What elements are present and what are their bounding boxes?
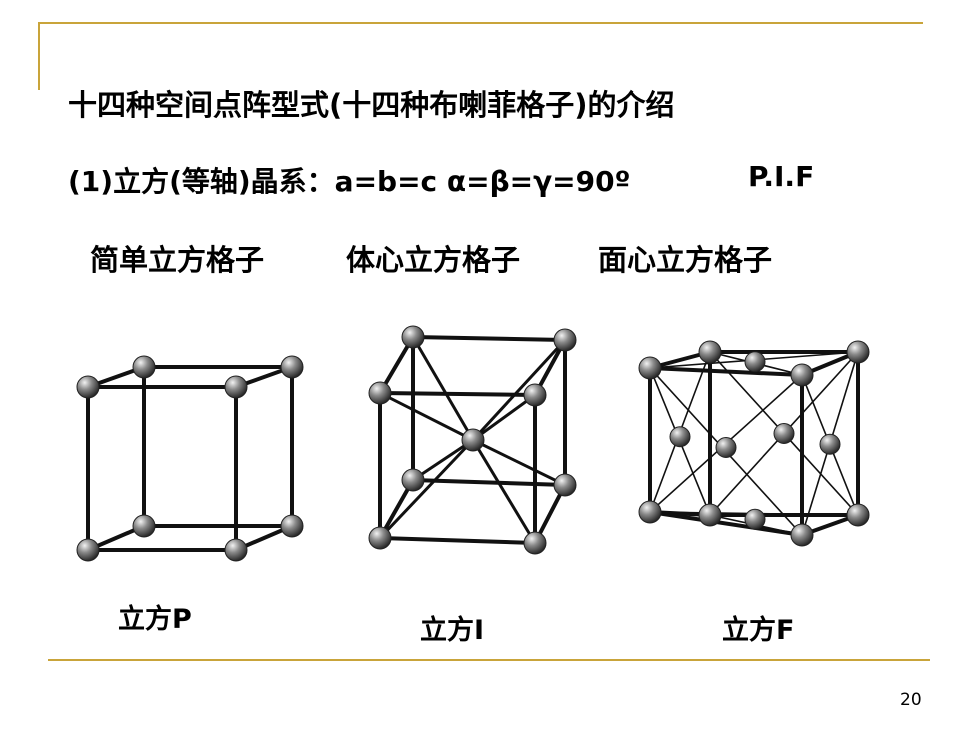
- cube-f-diagram: [638, 340, 870, 547]
- cube-f-atom: [790, 363, 814, 387]
- cube-f-atom: [819, 433, 841, 455]
- cube-i-inner-line: [378, 438, 475, 540]
- bottom-rule: [48, 659, 930, 661]
- cube-i-atom: [523, 531, 547, 555]
- cube-f-atom: [638, 500, 662, 524]
- cube-i-inner-line: [472, 393, 536, 442]
- cube-f-atom: [638, 356, 662, 380]
- cube-i-edge: [411, 335, 567, 342]
- cube-f-atom: [846, 503, 870, 527]
- cube-f-edge: [648, 366, 804, 377]
- slide-title: 十四种空间点阵型式(十四种布喇菲格子)的介绍: [68, 88, 675, 122]
- left-rule: [38, 22, 40, 90]
- cube-i-atom: [401, 468, 425, 492]
- cube-i-inner-line: [412, 438, 474, 482]
- cube-f-atom: [744, 351, 766, 373]
- cube-i-edge: [378, 391, 537, 397]
- cube-f-atom: [669, 426, 691, 448]
- top-rule: [38, 22, 923, 24]
- cube-i-inner-line: [471, 439, 537, 544]
- cube-i-diagram: [368, 325, 577, 555]
- crystal-system-heading: (1)立方(等轴)晶系：a=b=c α=β=γ=90º: [68, 165, 631, 198]
- cube-p-diagram: [76, 355, 304, 562]
- cube-i-inner-line: [471, 338, 567, 442]
- cube-i-edge: [378, 536, 537, 545]
- cube-p-atom: [224, 375, 248, 399]
- page-number: 20: [900, 690, 922, 710]
- cube-i-inner-line: [472, 438, 566, 487]
- cube-f-atom: [698, 503, 722, 527]
- centering-types: P.I.F: [748, 160, 815, 193]
- cube-p-atom: [224, 538, 248, 562]
- cube-i-atom: [553, 328, 577, 352]
- cube-i-atom: [553, 473, 577, 497]
- cube-f-edge: [648, 510, 804, 537]
- lattice-name-simple: 简单立方格子: [90, 243, 265, 277]
- cube-f-label: 立方F: [722, 615, 795, 646]
- cube-f-atom: [773, 423, 795, 444]
- lattice-name-face-centered: 面心立方格子: [598, 243, 773, 277]
- cube-p-atom: [132, 514, 156, 538]
- cube-f-atom: [715, 437, 737, 458]
- cube-f-atom: [744, 508, 766, 530]
- cube-i-inner-line: [411, 336, 475, 441]
- cube-f-atom: [698, 340, 722, 364]
- cube-p-atom: [76, 375, 100, 399]
- cube-i-atom: [401, 325, 425, 349]
- cube-i-atom: [523, 383, 547, 407]
- cube-i-atom: [461, 428, 485, 452]
- cube-p-label: 立方P: [118, 604, 192, 635]
- cube-p-atom: [280, 355, 304, 379]
- cube-i-atom: [368, 526, 392, 550]
- cube-i-edge: [411, 478, 567, 487]
- cube-p-atom: [280, 514, 304, 538]
- cube-f-atom: [846, 340, 870, 364]
- cube-p-atom: [76, 538, 100, 562]
- lattice-name-body-centered: 体心立方格子: [346, 243, 521, 277]
- cube-i-inner-line: [379, 391, 474, 442]
- cube-p-atom: [132, 355, 156, 379]
- cube-i-atom: [368, 381, 392, 405]
- cube-i-label: 立方I: [420, 615, 485, 646]
- cube-f-atom: [790, 523, 814, 547]
